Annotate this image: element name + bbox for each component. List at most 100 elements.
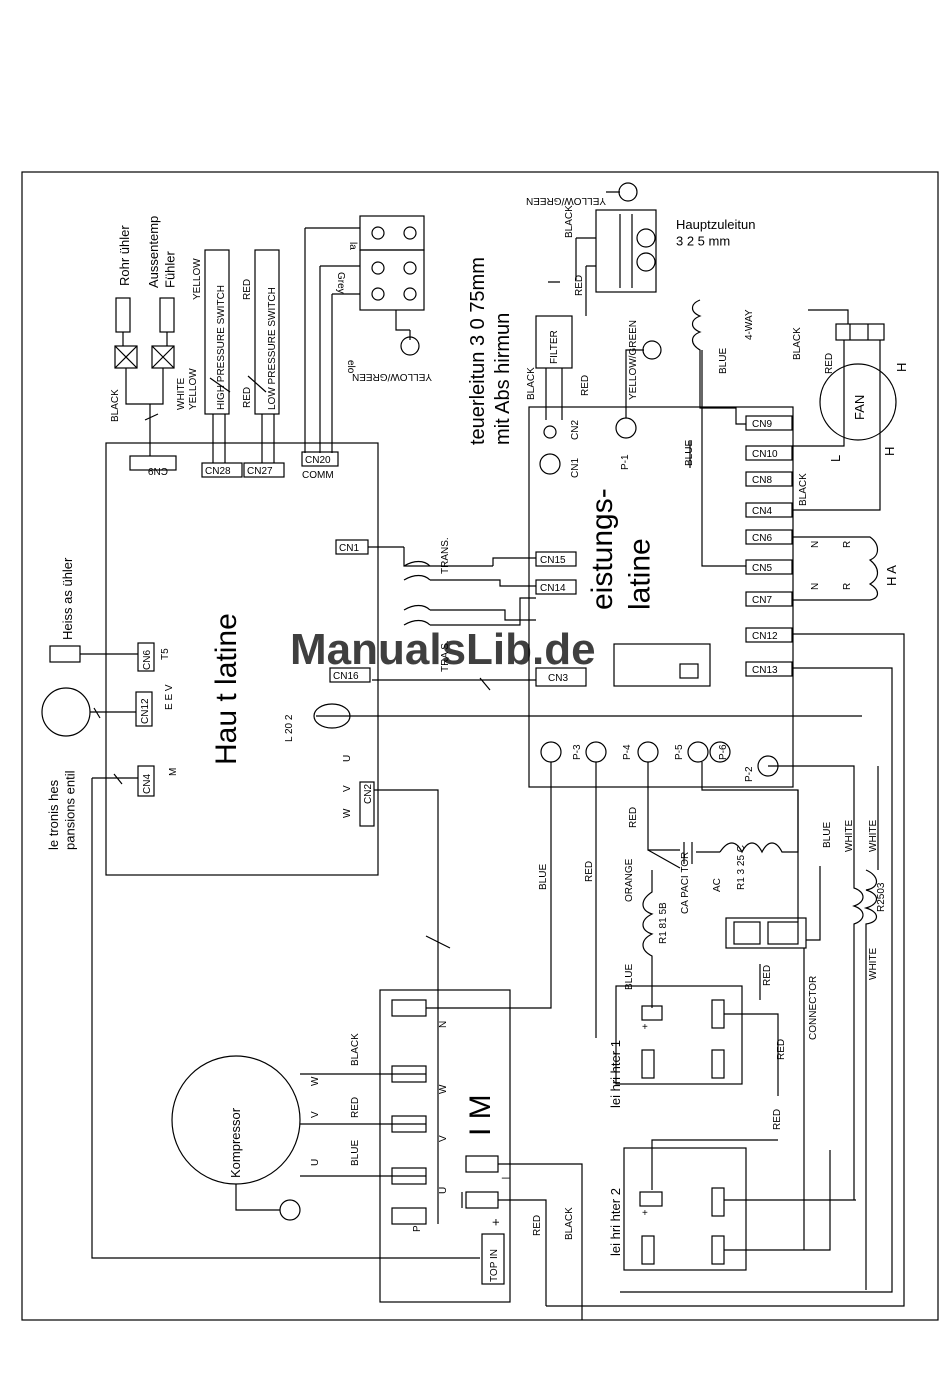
h1-label: H [882, 447, 897, 456]
power-connectors: CN9 CN10 CN8 CN4 CN6 CN5 CN7 CN12 CN13 C… [535, 415, 793, 687]
elektronisch-label: le tronis hespansions entil [46, 770, 77, 850]
wire-color: BLUE [822, 822, 833, 848]
h2-label: H [894, 363, 909, 372]
connector-label: CN9 [148, 465, 168, 476]
low-pressure-label: LOW PRESSURE SWITCH [267, 287, 278, 410]
wire-color: BLUE [718, 348, 729, 374]
wire-color: YELLOW/GREEN [628, 320, 639, 400]
ipm-pin: W [438, 1084, 449, 1094]
wire-color: WHITE [868, 819, 879, 852]
wire-color: YELLOW [192, 258, 203, 300]
eev-label: E E V [164, 684, 175, 710]
ipm-terminals: TOP IN N W V U P _ + BLUE RED RED BLACK … [300, 762, 597, 1320]
grey-label: Grey [335, 272, 346, 294]
connector-label: CONNECTOR [808, 976, 819, 1040]
gleich2-label: lei hri hter 2 [608, 1188, 623, 1256]
connector-label: CN14 [540, 583, 566, 594]
filter-label: FILTER [549, 330, 560, 364]
connector-label: CN8 [752, 475, 772, 486]
wire-color: RED [584, 861, 595, 882]
plus-sign: + [642, 1022, 648, 1033]
connector-label: CN20 [305, 455, 331, 466]
rohr-label: Rohr ühler [117, 225, 132, 286]
diagram-frame [21, 171, 939, 1321]
connector-label: CN16 [333, 671, 359, 682]
main-board [105, 442, 379, 876]
connector-label: CN2 [363, 784, 374, 804]
connector-label: CN3 [548, 673, 568, 684]
left-components: Heiss as ühler le tronis hespansions ent… [41, 557, 862, 1259]
wire-color: BLACK [526, 367, 537, 400]
wire-color: WHITE [176, 377, 187, 410]
power-board [528, 406, 794, 788]
wire-color: BLACK [350, 1033, 361, 1066]
compressor: Kompressor W V U [171, 1055, 321, 1221]
pressure-switches: HIGH PRESSURE SWITCH LOW PRESSURE SWITCH… [204, 249, 280, 463]
ac-label: AC [712, 878, 723, 892]
terminal-letter: U [310, 1159, 321, 1166]
pin-label: P-2 [744, 766, 755, 782]
terminal-letter: R [842, 541, 853, 548]
wire-color: RED [762, 965, 773, 986]
compressor-label: Kompressor [228, 1107, 243, 1178]
heiss-label: Heiss as ühler [60, 557, 75, 640]
ipm-pin: U [438, 1187, 449, 1194]
pin-label: P-1 [620, 454, 631, 470]
terminal-letter: N [810, 583, 821, 590]
connector-label: CN15 [540, 555, 566, 566]
r2503-label: R2503 [876, 882, 887, 912]
la-label: la [347, 242, 358, 250]
t5-label: T5 [160, 648, 171, 660]
ipm-module [379, 989, 511, 1303]
wire-color: RED [574, 275, 585, 296]
sensors: Rohr ühler AussentempFühler BLACK WHITE … [110, 216, 203, 456]
terminal-letter: W [342, 808, 353, 818]
connector-label: CN1 [339, 543, 359, 554]
pin-label: P-6 [718, 744, 729, 760]
pin-label: P-5 [674, 744, 685, 760]
wire-color: BLACK [564, 205, 575, 238]
terminal-letter: V [310, 1111, 321, 1118]
wire-color: RED [580, 375, 591, 396]
r1815b-label: R1 81 5B [658, 902, 669, 944]
connector-label: CN7 [752, 595, 772, 606]
power-pins: P-3 P-4 P-5 P-6 P-2 [540, 741, 779, 782]
connector-label: CN27 [247, 466, 273, 477]
wire-color: WHITE [868, 947, 879, 980]
connector-label: CN9 [752, 419, 772, 430]
connector-label: CN12 [140, 698, 151, 724]
connector-label: CN2 [570, 420, 581, 440]
terminal-letter: N [810, 541, 821, 548]
wire-color: BLACK [110, 389, 121, 422]
wire-color: BLACK [798, 473, 809, 506]
r1325c-label: R1 3 25 C [736, 845, 747, 890]
ipm-title: I M [464, 1094, 497, 1136]
terminal-block: la Grey elo YELLOW/GREEN [304, 215, 432, 453]
wire-color: YELLOW/GREEN [526, 195, 606, 206]
connector-label: CN4 [752, 506, 772, 517]
m-label: M [168, 768, 179, 776]
pin-label: P-4 [622, 744, 633, 760]
high-pressure-label: HIGH PRESSURE SWITCH [216, 285, 227, 410]
connector-label: CN6 [142, 650, 153, 670]
wire-color: RED [242, 279, 253, 300]
wire-color: BLUE [350, 1140, 361, 1166]
fan-area: FAN BLACK RED BLACK L H H 4-WAY BLUE BLU… [546, 299, 909, 1307]
terminal-letter: U [342, 755, 353, 762]
plus-sign: + [642, 1208, 648, 1219]
ipm-pin: N [438, 1021, 449, 1028]
power-board-title: eistungs-latine [586, 488, 657, 610]
ha-label: H A [884, 565, 899, 586]
connector-label: CN12 [752, 631, 778, 642]
wire-color: RED [824, 353, 835, 374]
topin-label: TOP IN [489, 1249, 500, 1282]
l-label: L [828, 455, 843, 462]
aussen-label: AussentempFühler [146, 216, 177, 288]
main-board-title: Hau t latine [210, 613, 243, 765]
wire-color: YELLOW/GREEN [352, 371, 432, 382]
elo-label: elo [345, 360, 356, 374]
